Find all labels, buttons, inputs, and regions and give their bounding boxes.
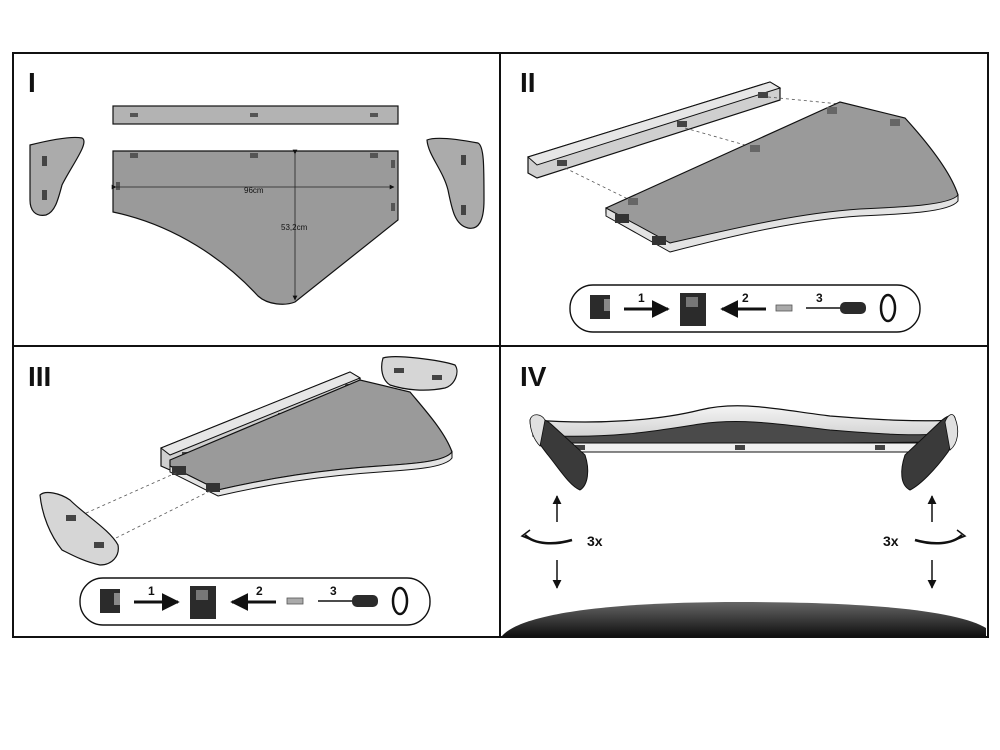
loose-bracket <box>39 491 119 566</box>
board-clip-4 <box>116 182 120 190</box>
clip-open-detail <box>604 299 610 311</box>
left-turns-label: 3x <box>587 533 603 549</box>
board-clip-1 <box>130 153 138 158</box>
left-turn-arrowhead <box>520 529 533 541</box>
loose-bracket-slot-2 <box>94 542 104 548</box>
panel-step-1: I 96cm 53,2cm <box>28 67 485 305</box>
depth-dimension-label: 53,2cm <box>281 223 308 232</box>
back-rail-top-face <box>527 81 782 166</box>
seq3-num-1: 1 <box>148 584 155 598</box>
left-bracket-slot-1 <box>42 156 47 166</box>
board3-holder-1 <box>172 466 186 475</box>
right-turn-icon <box>914 534 963 545</box>
seq-num-1: 1 <box>638 291 645 305</box>
seq3-num-2: 2 <box>256 584 263 598</box>
board-holder-2 <box>652 236 666 245</box>
right-bracket-face <box>944 414 959 451</box>
right-turns-label: 3x <box>883 533 899 549</box>
screwdriver-handle-icon <box>840 302 866 314</box>
rail-clip-a <box>557 160 567 166</box>
rail4-clip-3 <box>875 445 885 450</box>
board-clip-p2 <box>750 145 760 152</box>
shelf-board-edge <box>605 193 959 253</box>
step-label-3: III <box>28 361 51 392</box>
rail-step-3-top <box>160 371 362 456</box>
clip-open-detail-3 <box>114 593 120 605</box>
board3-holder-2 <box>206 483 220 492</box>
rail-clip-c <box>758 92 768 98</box>
right-bracket-slot-1 <box>461 155 466 165</box>
board-clip-p1 <box>628 198 638 205</box>
screw-icon <box>775 304 793 312</box>
right-bracket-slot-2 <box>461 205 466 215</box>
attached-bracket-slot-1 <box>394 368 404 373</box>
shelf-underside <box>554 421 936 447</box>
rail-clip-right <box>370 113 378 117</box>
right-bracket <box>426 137 485 229</box>
guide-line-3 <box>767 96 841 105</box>
step-label-1: I <box>28 67 36 98</box>
board-clip-3 <box>370 153 378 158</box>
left-turn-icon <box>524 534 573 545</box>
attached-bracket-slot-2 <box>432 375 442 380</box>
clip-closed-detail-3 <box>196 590 208 600</box>
step-label-4: IV <box>520 361 547 392</box>
rail4-clip-2 <box>735 445 745 450</box>
floor-surface <box>502 602 986 636</box>
clip-closed-detail <box>686 297 698 307</box>
panel-step-2: II 1 2 3 <box>520 67 959 333</box>
guide3-line-2 <box>99 489 213 547</box>
panel-step-3: III 1 2 3 <box>28 356 458 626</box>
attached-bracket <box>381 356 458 391</box>
guide3-line-1 <box>74 471 179 519</box>
board-clip-5 <box>391 160 395 168</box>
seq-num-2: 2 <box>742 291 749 305</box>
board-clip-p4 <box>890 119 900 126</box>
screwdriver-handle-icon-3 <box>352 595 378 607</box>
rail-clip-b <box>677 121 687 127</box>
board-clip-2 <box>250 153 258 158</box>
right-turn-arrowhead <box>954 529 967 541</box>
seq3-num-3: 3 <box>330 584 337 598</box>
guide-line-2 <box>684 127 753 148</box>
step-label-2: II <box>520 67 536 98</box>
rail4-clip-1 <box>575 445 585 450</box>
shelf-board <box>112 150 399 305</box>
left-bracket-face <box>529 414 546 447</box>
width-dimension-label: 96cm <box>244 186 264 195</box>
loose-bracket-slot-1 <box>66 515 76 521</box>
screw-icon-3 <box>286 597 304 605</box>
board-clip-p3 <box>827 107 837 114</box>
rail-clip-middle <box>250 113 258 117</box>
rotate-arrow-icon <box>879 293 897 323</box>
seq-num-3: 3 <box>816 291 823 305</box>
rotate-arrow-icon-3 <box>391 586 409 616</box>
guide-line-1 <box>564 167 631 201</box>
rail-clip-left <box>130 113 138 117</box>
board-clip-6 <box>391 203 395 211</box>
board-holder-1 <box>615 214 629 223</box>
left-bracket-slot-2 <box>42 190 47 200</box>
panel-step-4: IV 3x 3x <box>502 361 986 636</box>
left-bracket <box>29 136 85 216</box>
shelf-board-step-3-edge <box>169 450 453 497</box>
